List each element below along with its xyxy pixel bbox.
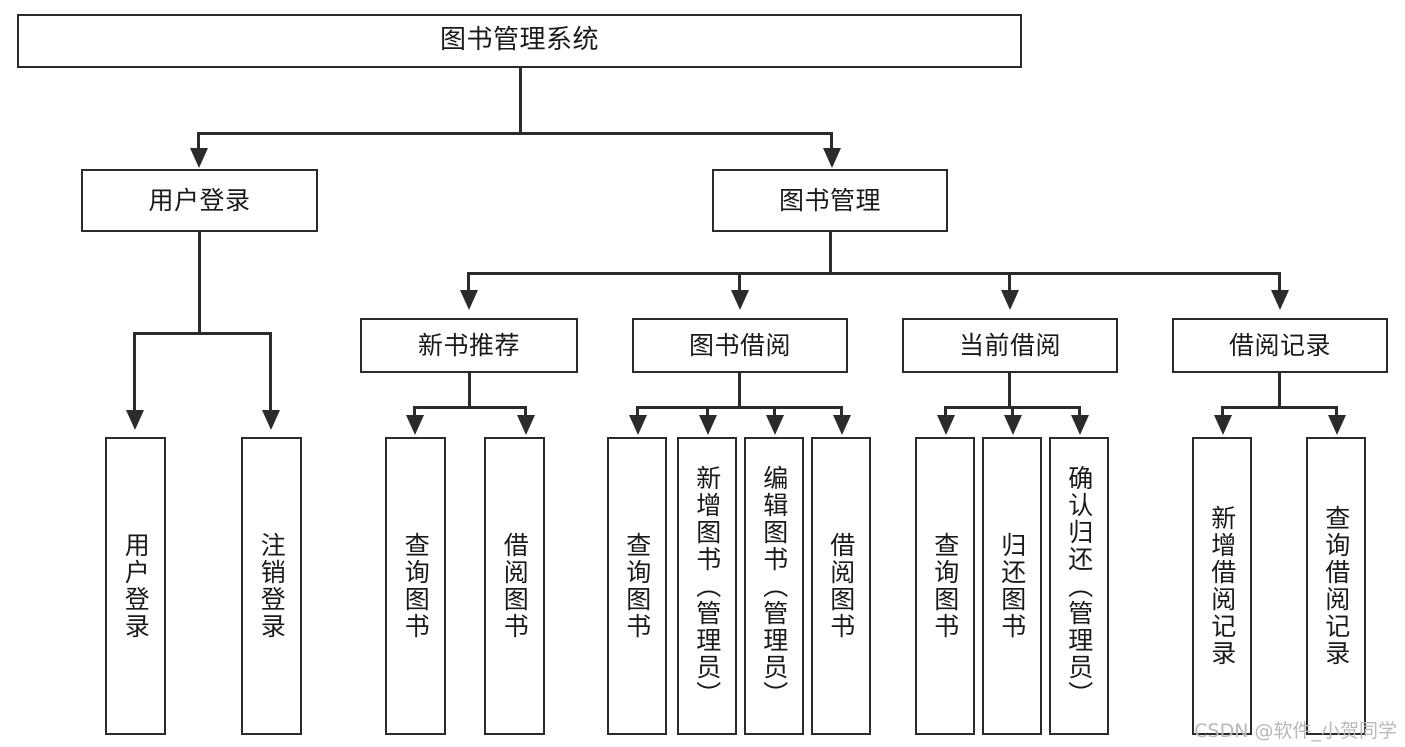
connector-book-manage-to-current-borrow	[1008, 272, 1011, 294]
connector-book-borrow-bar	[636, 406, 843, 409]
arrowhead-book-borrow-to-leaf-3	[766, 415, 784, 435]
connector-book-manage-stem	[829, 232, 832, 274]
node-label: 借阅记录	[1228, 330, 1331, 360]
connector-new-book-stem	[468, 373, 471, 408]
node-leaf-query-record[interactable]: 查询借阅记录	[1306, 437, 1366, 735]
connector-user-login-stem	[198, 232, 201, 334]
node-label: 图书借阅	[688, 330, 791, 360]
node-borrow-record[interactable]: 借阅记录	[1172, 318, 1388, 373]
connector-user-login-to-leaf-2	[269, 332, 272, 414]
connector-borrow-record-to-leaf-1	[1221, 406, 1224, 418]
connector-book-borrow-to-leaf-1	[636, 406, 639, 418]
arrowhead-book-manage-to-current-borrow	[1001, 290, 1019, 310]
node-label: 确认归还（管理员）	[1064, 464, 1094, 708]
connector-root-to-user-login	[197, 132, 200, 152]
node-leaf-confirm-return[interactable]: 确认归还（管理员）	[1049, 437, 1109, 735]
arrowhead-root-to-user-login	[190, 148, 208, 168]
node-new-book-recommend[interactable]: 新书推荐	[360, 318, 578, 373]
node-leaf-return-book[interactable]: 归还图书	[982, 437, 1042, 735]
node-label: 图书管理	[778, 185, 881, 215]
node-book-manage[interactable]: 图书管理	[712, 169, 948, 232]
node-leaf-add-book[interactable]: 新增图书（管理员）	[677, 437, 737, 735]
node-label: 查询图书	[930, 532, 960, 640]
node-label: 当前借阅	[958, 330, 1061, 360]
arrowhead-current-borrow-to-leaf-1	[937, 415, 955, 435]
node-label: 新增借阅记录	[1207, 505, 1237, 667]
arrowhead-book-manage-to-new-book	[460, 290, 478, 310]
node-label: 新增图书（管理员）	[692, 464, 722, 708]
connector-book-borrow-to-leaf-2	[706, 406, 709, 418]
connector-current-borrow-to-leaf-2	[1011, 406, 1014, 418]
connector-borrow-record-stem	[1278, 373, 1281, 408]
node-leaf-add-record[interactable]: 新增借阅记录	[1192, 437, 1252, 735]
connector-root-to-book-manage	[830, 132, 833, 152]
connector-borrow-record-bar	[1221, 406, 1338, 409]
connector-book-manage-to-borrow-record	[1278, 272, 1281, 294]
node-leaf-borrow-book-2[interactable]: 借阅图书	[811, 437, 871, 735]
arrowhead-borrow-record-to-leaf-1	[1214, 415, 1232, 435]
connector-book-manage-to-new-book	[467, 272, 470, 294]
arrowhead-book-manage-to-borrow-record	[1271, 290, 1289, 310]
arrowhead-book-manage-to-book-borrow	[731, 290, 749, 310]
node-label: 图书管理系统	[439, 25, 599, 56]
node-label: 新书推荐	[417, 330, 520, 360]
node-leaf-query-book-3[interactable]: 查询图书	[915, 437, 975, 735]
arrowhead-book-borrow-to-leaf-1	[629, 415, 647, 435]
node-leaf-logout-login[interactable]: 注销登录	[241, 437, 302, 735]
node-label: 归还图书	[997, 532, 1027, 640]
connector-book-manage-to-book-borrow	[738, 272, 741, 294]
node-label: 查询借阅记录	[1321, 505, 1351, 667]
connector-current-borrow-to-leaf-1	[944, 406, 947, 418]
connector-current-borrow-to-leaf-3	[1078, 406, 1081, 418]
arrowhead-current-borrow-to-leaf-2	[1004, 415, 1022, 435]
arrowhead-user-login-to-leaf-1	[126, 410, 144, 430]
node-label: 查询图书	[622, 532, 652, 640]
node-label: 用户登录	[121, 532, 151, 640]
connector-root-bar	[197, 132, 833, 135]
connector-book-manage-bar	[467, 272, 1281, 275]
connector-user-login-to-leaf-1	[133, 332, 136, 414]
connector-new-book-to-leaf-1	[413, 406, 416, 418]
arrowhead-user-login-to-leaf-2	[262, 410, 280, 430]
arrowhead-new-book-to-leaf-2	[517, 415, 535, 435]
connector-user-login-bar	[133, 332, 269, 335]
connector-root-stem	[519, 67, 522, 134]
connector-current-borrow-stem	[1008, 373, 1011, 408]
node-leaf-user-login[interactable]: 用户登录	[105, 437, 166, 735]
node-leaf-query-book-1[interactable]: 查询图书	[385, 437, 446, 735]
connector-new-book-to-leaf-2	[524, 406, 527, 418]
node-root-book-management-system[interactable]: 图书管理系统	[17, 14, 1022, 68]
arrowhead-new-book-to-leaf-1	[406, 415, 424, 435]
csdn-watermark: CSDN @软件_小贺同学	[1194, 720, 1397, 742]
connector-borrow-record-to-leaf-2	[1335, 406, 1338, 418]
node-label: 查询图书	[401, 532, 431, 640]
arrowhead-book-borrow-to-leaf-4	[833, 415, 851, 435]
arrowhead-root-to-book-manage	[823, 148, 841, 168]
node-leaf-borrow-book-1[interactable]: 借阅图书	[484, 437, 545, 735]
node-label: 借阅图书	[826, 532, 856, 640]
arrowhead-borrow-record-to-leaf-2	[1328, 415, 1346, 435]
node-leaf-edit-book[interactable]: 编辑图书（管理员）	[744, 437, 804, 735]
connector-book-borrow-to-leaf-3	[773, 406, 776, 418]
node-label: 借阅图书	[500, 532, 530, 640]
node-label: 注销登录	[257, 532, 287, 640]
node-label: 用户登录	[148, 185, 251, 215]
node-book-borrow[interactable]: 图书借阅	[632, 318, 848, 373]
arrowhead-current-borrow-to-leaf-3	[1071, 415, 1089, 435]
connector-book-borrow-to-leaf-4	[840, 406, 843, 418]
node-user-login[interactable]: 用户登录	[81, 169, 318, 232]
node-label: 编辑图书（管理员）	[759, 464, 789, 708]
connector-book-borrow-stem	[738, 373, 741, 408]
node-current-borrow[interactable]: 当前借阅	[902, 318, 1118, 373]
node-leaf-query-book-2[interactable]: 查询图书	[607, 437, 667, 735]
arrowhead-book-borrow-to-leaf-2	[699, 415, 717, 435]
connector-new-book-bar	[413, 406, 527, 409]
